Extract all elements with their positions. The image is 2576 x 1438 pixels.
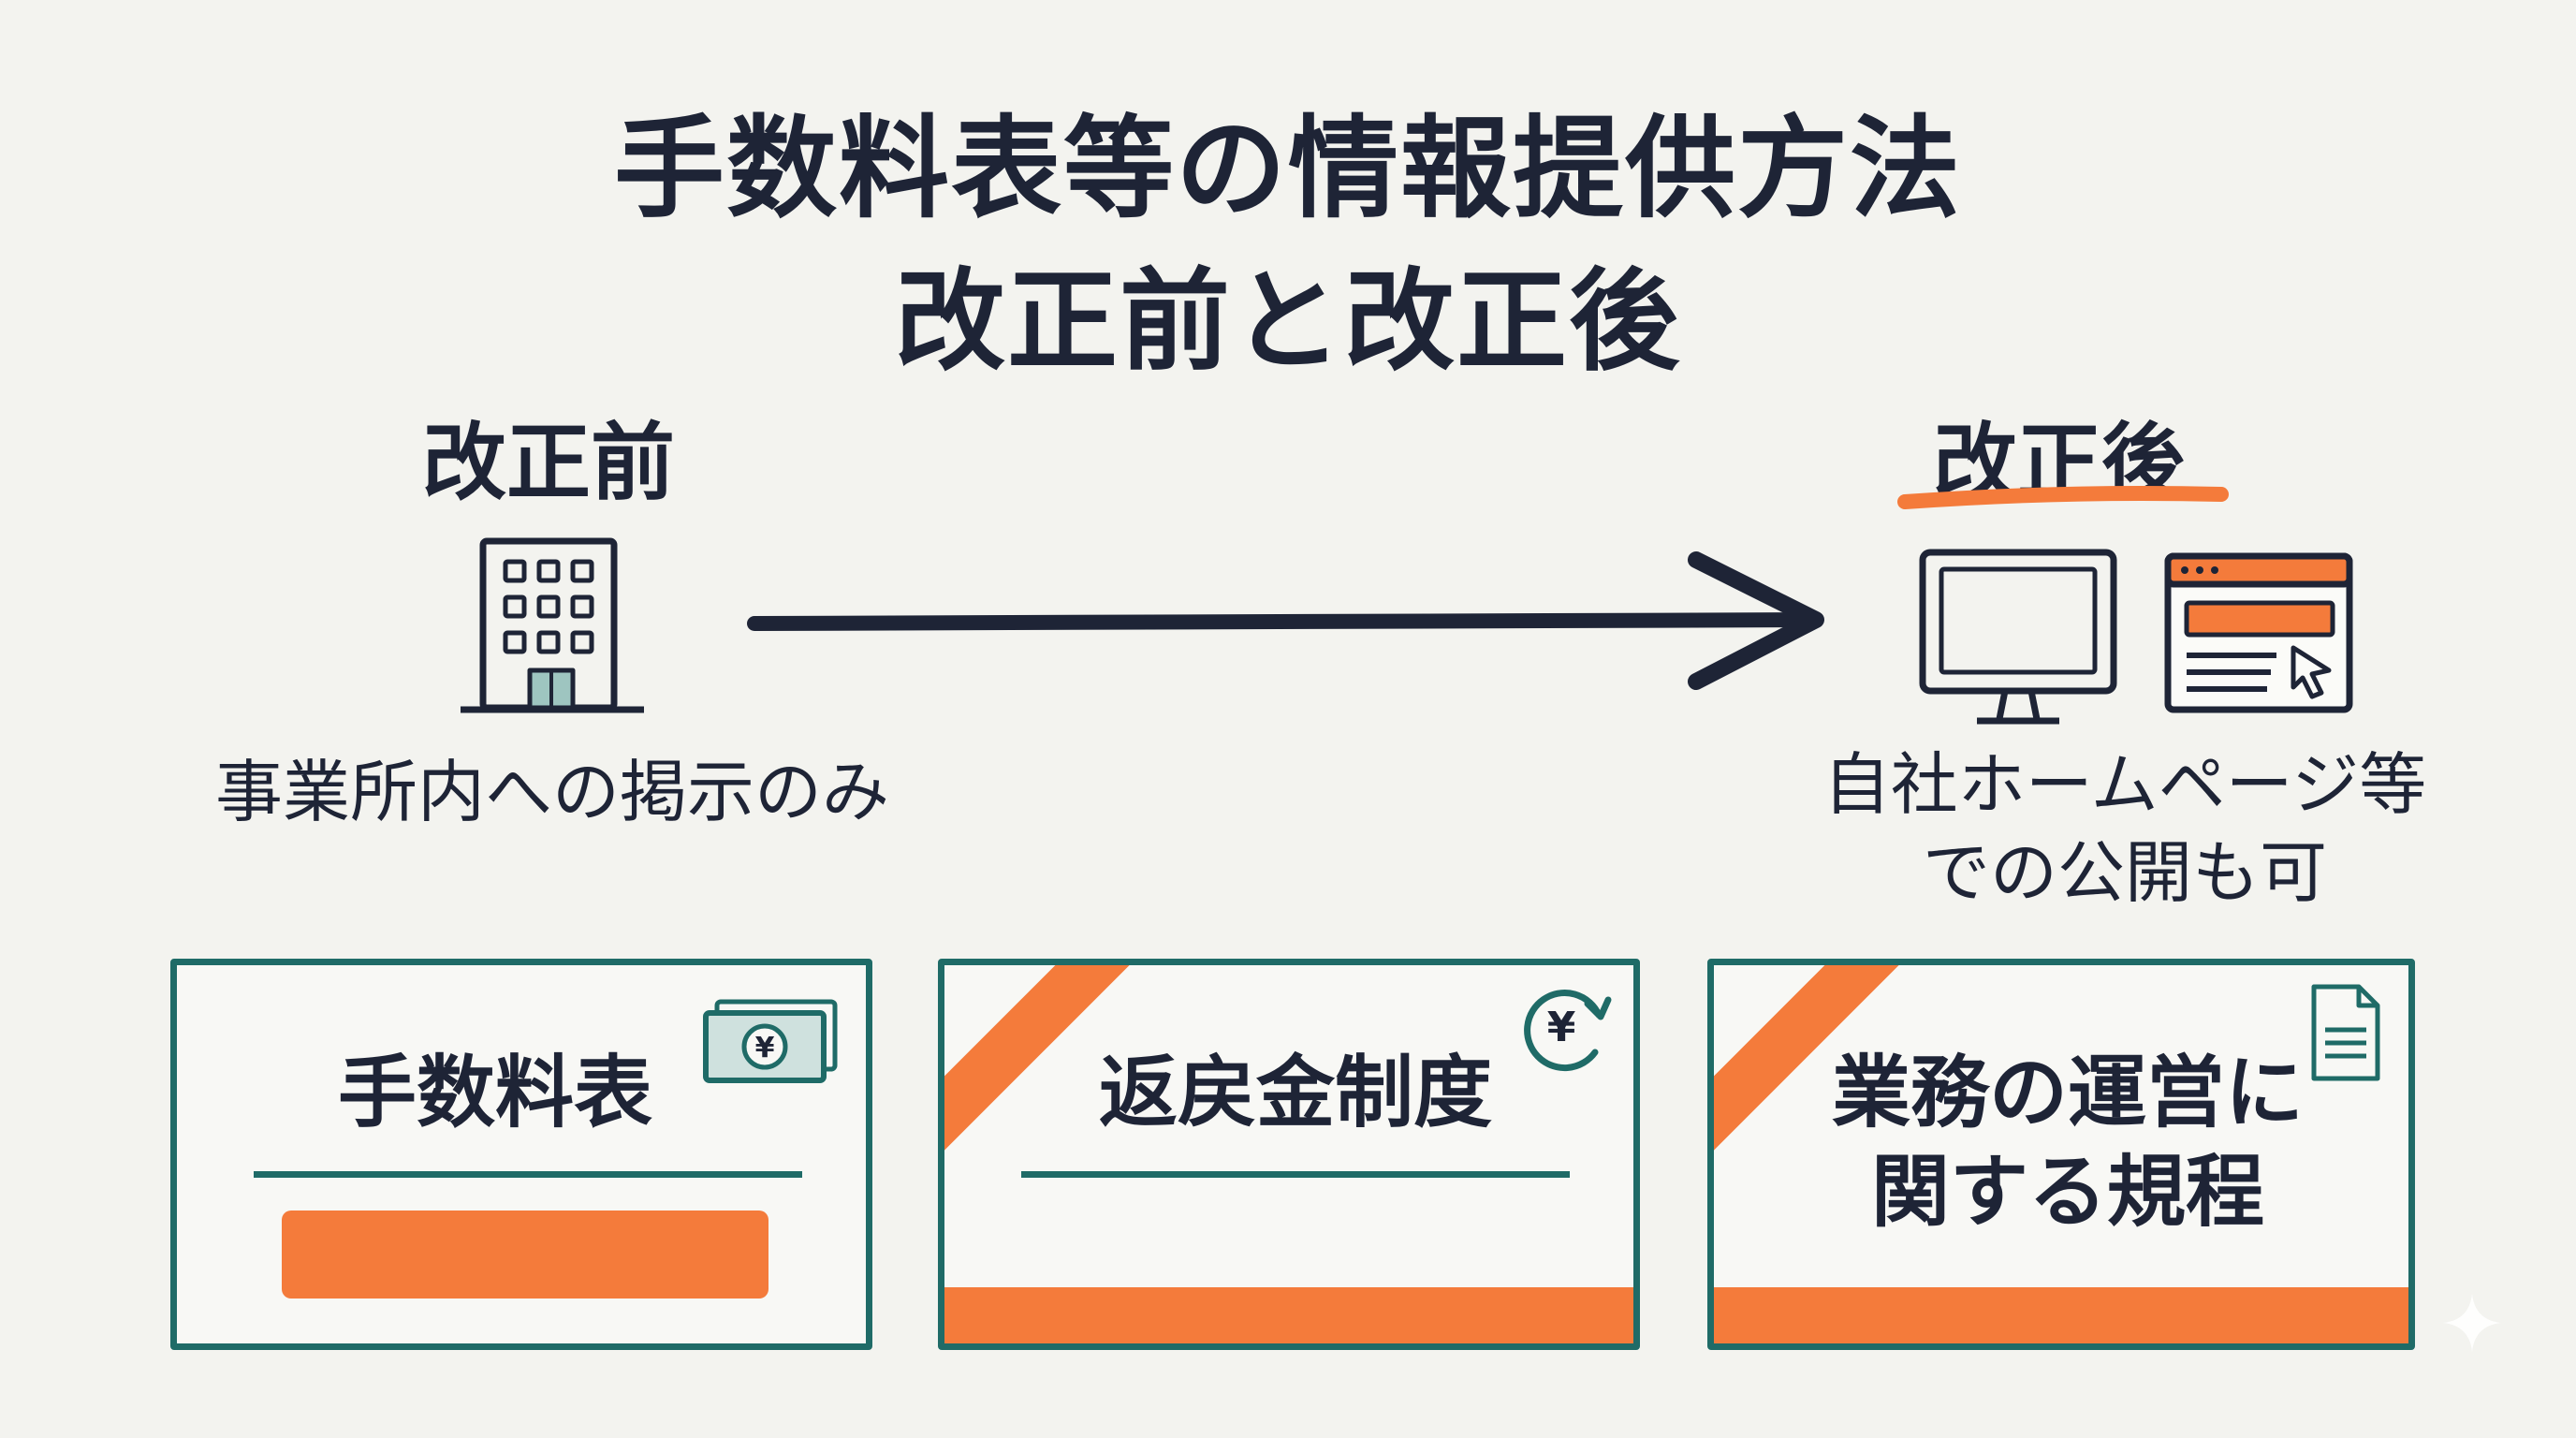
card-operation-rules: 業務の運営に 関する規程: [1707, 959, 2415, 1350]
yen-refresh-icon: ¥: [1524, 990, 1612, 1072]
after-caption-line1: 自社ホームページ等: [1822, 745, 2427, 824]
svg-text:¥: ¥: [1547, 1004, 1576, 1051]
after-caption-line2: での公開も可: [1922, 833, 2327, 912]
card-refund-system-title: 返戻金制度: [1098, 1047, 1492, 1138]
svg-text:¥: ¥: [755, 1032, 775, 1064]
card-fee-table-divider: [254, 1171, 802, 1178]
sparkle-icon: [2443, 1294, 2501, 1352]
page-title-line1: 手数料表等の情報提供方法: [613, 104, 1962, 233]
card-operation-rules-bottom-band: [1714, 1287, 2408, 1343]
card-operation-rules-title-line1: 業務の運営に: [1831, 1047, 2304, 1138]
before-caption: 事業所内への掲示のみ: [214, 753, 889, 831]
banknote-yen-icon: ¥: [703, 999, 838, 1083]
after-label-underline: [1897, 486, 2229, 509]
desktop-monitor-icon: [1919, 549, 2117, 725]
page-title-line2: 改正前と改正後: [894, 257, 1681, 386]
card-operation-rules-title-line2: 関する規程: [1870, 1146, 2264, 1238]
card-fee-table-title: 手数料表: [337, 1047, 652, 1138]
browser-window-icon: [2164, 552, 2353, 713]
right-arrow-icon: [747, 551, 1824, 690]
before-label: 改正前: [422, 414, 675, 512]
card-refund-system-bottom-band: [944, 1287, 1633, 1343]
card-fee-table-highlight-bar: [282, 1211, 768, 1299]
card-refund-system-divider: [1021, 1171, 1570, 1178]
document-icon: [2311, 984, 2380, 1081]
card-refund-system: 返戻金制度: [938, 959, 1640, 1350]
office-building-icon: [461, 537, 644, 713]
